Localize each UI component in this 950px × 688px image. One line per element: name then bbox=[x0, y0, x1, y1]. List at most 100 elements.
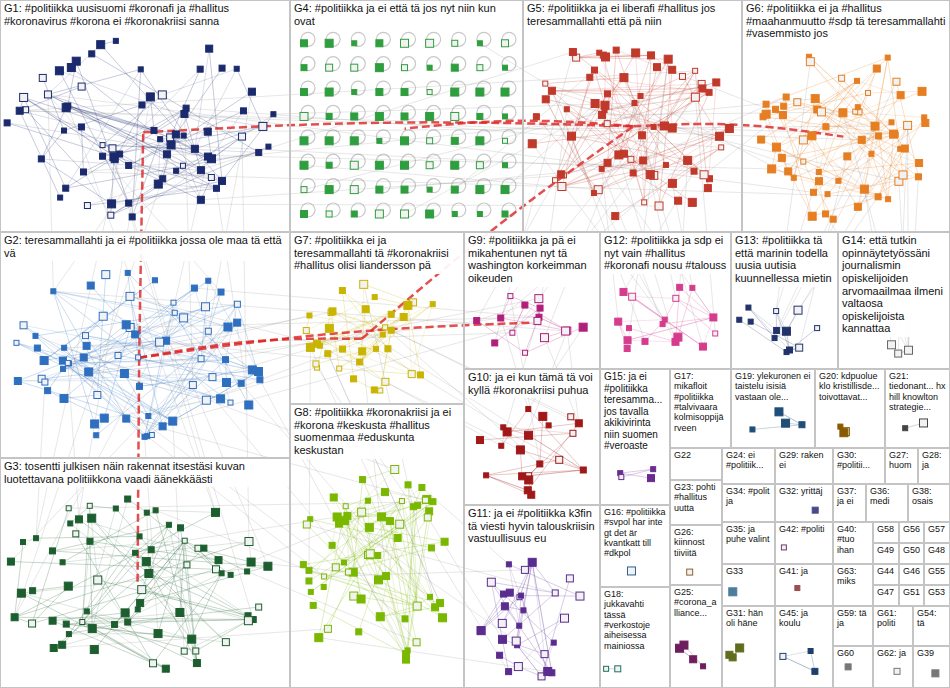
group-box: G42: #politi bbox=[775, 522, 833, 564]
inter-group-line bbox=[129, 203, 254, 619]
vertex-square bbox=[271, 112, 276, 117]
vertex-square bbox=[325, 88, 333, 96]
vertex-square bbox=[213, 566, 220, 573]
vertex-link bbox=[620, 469, 653, 473]
inter-group-line bbox=[512, 97, 695, 333]
vertex-link bbox=[24, 97, 212, 158]
self-loop bbox=[477, 57, 491, 71]
vertex-link bbox=[82, 622, 153, 663]
vertex-square bbox=[839, 109, 847, 117]
vertex-square bbox=[240, 108, 246, 114]
vertex-square bbox=[310, 602, 316, 608]
group-box: G63: miks bbox=[833, 564, 873, 606]
vertex-square bbox=[615, 318, 622, 325]
vertex-square bbox=[423, 495, 431, 503]
vertex-link bbox=[324, 501, 368, 587]
vertex-link bbox=[94, 541, 184, 650]
inter-group-line bbox=[546, 99, 899, 181]
vertex-square bbox=[551, 640, 556, 645]
vertex-square bbox=[502, 211, 508, 217]
vertex-square bbox=[501, 186, 509, 194]
vertex-square bbox=[63, 621, 69, 627]
vertex-link bbox=[346, 492, 385, 506]
vertex-square bbox=[763, 101, 769, 107]
vertex-square bbox=[197, 196, 204, 203]
vertex-square bbox=[579, 323, 587, 331]
vertex-square bbox=[604, 91, 610, 97]
vertex-square bbox=[300, 161, 308, 169]
vertex-square bbox=[358, 508, 366, 516]
group-label: G20: kdpuolue klo kristillisde... toivot… bbox=[816, 370, 884, 404]
vertex-square bbox=[540, 334, 548, 342]
vertex-square bbox=[501, 603, 508, 610]
vertex-square bbox=[248, 366, 256, 374]
vertex-link bbox=[184, 573, 221, 651]
vertex-square bbox=[768, 165, 776, 173]
vertex-link bbox=[43, 78, 64, 131]
vertex-square bbox=[430, 302, 435, 307]
vertex-square bbox=[521, 608, 526, 613]
vertex-square bbox=[799, 422, 805, 428]
group-label: G31: hän oli häne bbox=[723, 607, 774, 631]
group-label: G48 bbox=[925, 544, 949, 557]
vertex-square bbox=[451, 112, 459, 120]
vertex-link bbox=[319, 554, 370, 638]
self-loop bbox=[427, 105, 441, 119]
self-loop bbox=[351, 130, 365, 144]
group-box: G9: #politiikka ja pä ei mikahentunen ny… bbox=[464, 232, 600, 369]
inter-group-line bbox=[11, 323, 237, 562]
vertex-square bbox=[301, 65, 307, 71]
vertex-square bbox=[544, 668, 552, 676]
vertex-square bbox=[224, 323, 232, 331]
inter-group-line bbox=[616, 50, 783, 115]
vertex-square bbox=[73, 531, 79, 537]
group-box: G10: ja ei kun tämä tä voi kyllä #korona… bbox=[464, 369, 600, 505]
vertex-square bbox=[599, 166, 604, 171]
vertex-link bbox=[509, 564, 580, 596]
vertex-square bbox=[876, 133, 882, 139]
inter-group-line bbox=[167, 154, 772, 169]
network-vertices bbox=[4, 38, 939, 680]
vertex-link bbox=[20, 111, 60, 198]
vertex-square bbox=[62, 128, 67, 133]
vertex-square bbox=[401, 210, 409, 218]
vertex-square bbox=[374, 576, 382, 584]
inter-group-line bbox=[319, 638, 548, 672]
inter-group-line bbox=[546, 99, 676, 342]
vertex-square bbox=[651, 124, 656, 129]
vertex-square bbox=[135, 607, 140, 612]
vertex-square bbox=[388, 311, 394, 317]
group-box: G50 bbox=[899, 543, 924, 564]
self-loop bbox=[326, 154, 340, 168]
vertex-square bbox=[375, 64, 383, 72]
vertex-link bbox=[748, 308, 774, 339]
vertex-square bbox=[801, 159, 806, 164]
vertex-square bbox=[825, 192, 830, 197]
vertex-square bbox=[628, 156, 634, 162]
vertex-link bbox=[181, 528, 197, 663]
vertex-square bbox=[615, 666, 621, 672]
vertex-link bbox=[111, 157, 208, 216]
vertex-link bbox=[783, 115, 812, 216]
vertex-square bbox=[109, 145, 116, 152]
vertex-square bbox=[725, 125, 733, 133]
vertex-square bbox=[506, 589, 513, 596]
vertex-square bbox=[315, 634, 323, 642]
vertex-square bbox=[146, 414, 151, 419]
group-label: G53 bbox=[925, 586, 949, 599]
vertex-square bbox=[332, 564, 339, 571]
vertex-square bbox=[558, 182, 566, 190]
vertex-link bbox=[752, 425, 802, 430]
vertex-square bbox=[794, 99, 801, 106]
vertex-square bbox=[796, 344, 803, 351]
vertex-square bbox=[129, 214, 135, 220]
vertex-square bbox=[858, 136, 865, 143]
vertex-link bbox=[21, 566, 268, 593]
group-label: G21: tiedonant... hx hill knowlton strat… bbox=[886, 370, 949, 414]
vertex-square bbox=[82, 333, 88, 339]
vertex-square bbox=[710, 314, 717, 321]
vertex-square bbox=[408, 371, 415, 378]
vertex-link bbox=[819, 181, 825, 214]
vertex-link bbox=[878, 117, 924, 196]
vertex-link bbox=[783, 656, 815, 671]
